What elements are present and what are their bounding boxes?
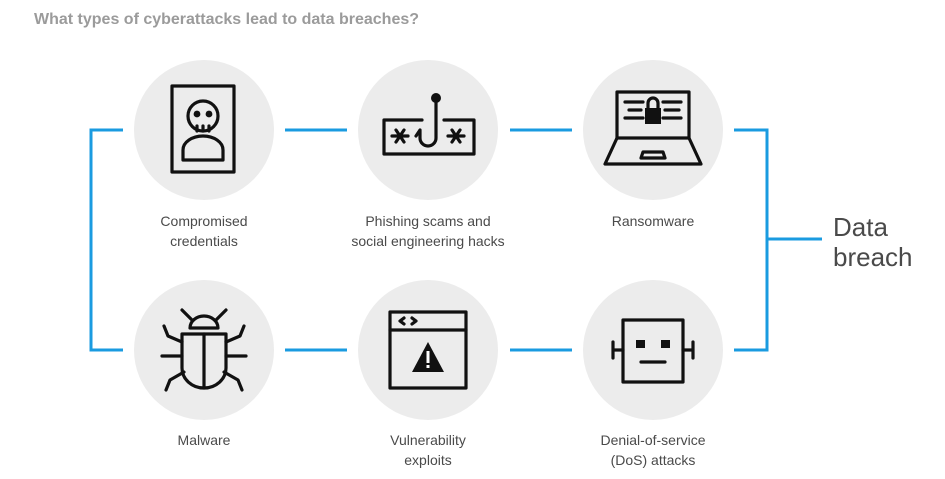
bug-icon	[160, 308, 248, 392]
label-malware: Malware	[177, 432, 231, 448]
label-dos-attacks: Denial-of-service(DoS) attacks	[600, 432, 706, 468]
node-circle	[583, 60, 723, 200]
node-compromised-credentials	[134, 60, 274, 200]
node-dos-attacks	[583, 280, 723, 420]
label-ransomware: Ransomware	[611, 213, 695, 229]
node-vulnerability-exploits	[358, 280, 498, 420]
node-circle	[583, 280, 723, 420]
id-card-skull-icon	[170, 84, 236, 174]
node-ransomware	[583, 60, 723, 200]
diagram-title: What types of cyberattacks lead to data …	[34, 11, 420, 28]
robot-icon	[611, 318, 695, 384]
node-phishing	[358, 60, 498, 200]
node-malware	[134, 280, 274, 420]
laptop-lock-icon	[603, 90, 703, 166]
browser-warning-icon	[388, 310, 468, 390]
phishing-hook-icon	[382, 93, 476, 156]
